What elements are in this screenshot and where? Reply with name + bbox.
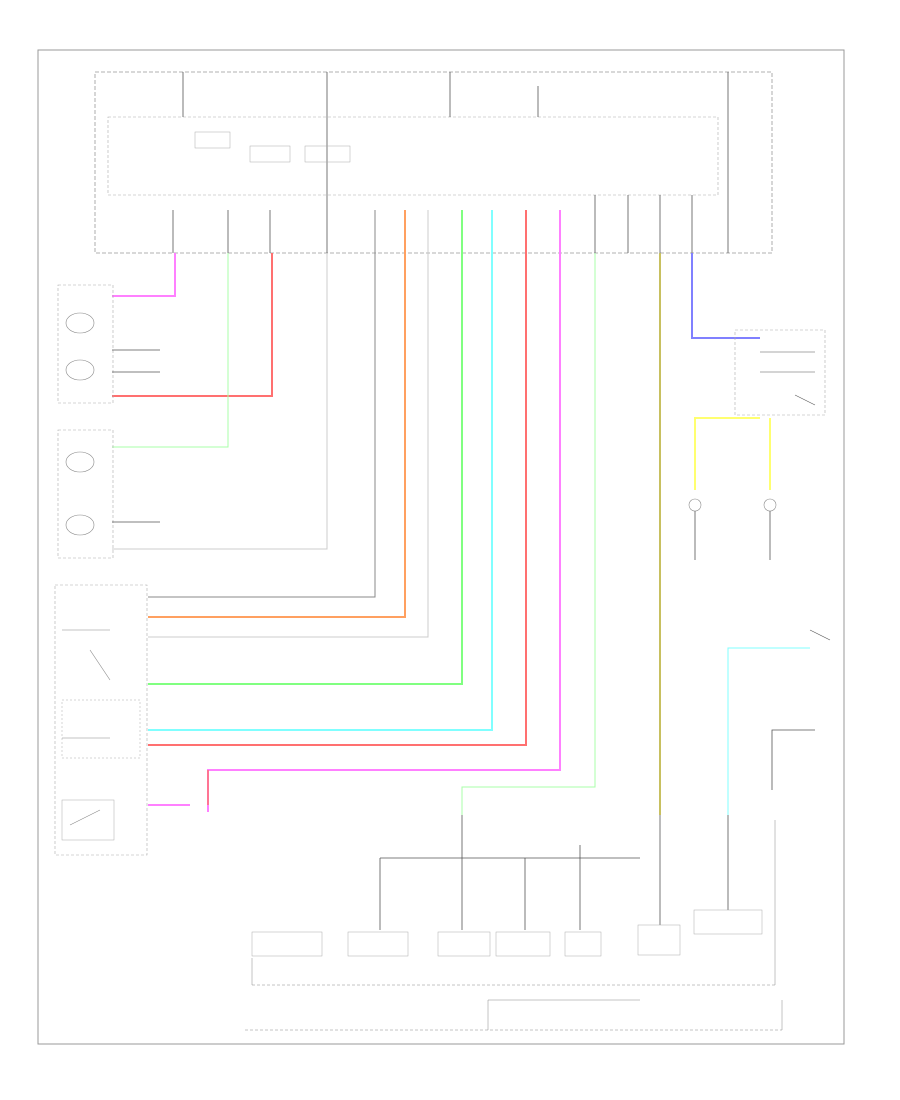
tail-light-relay	[734, 329, 826, 416]
combination-meter-box	[94, 71, 773, 254]
rh-headlight	[57, 429, 160, 559]
diagram-frame	[37, 49, 845, 1045]
combination-switch	[54, 584, 148, 856]
bottom-modules	[245, 815, 783, 1031]
tail-lamps	[688, 498, 777, 560]
right-switch	[771, 629, 831, 790]
lh-headlight	[57, 284, 160, 404]
wire-harness	[112, 210, 810, 815]
